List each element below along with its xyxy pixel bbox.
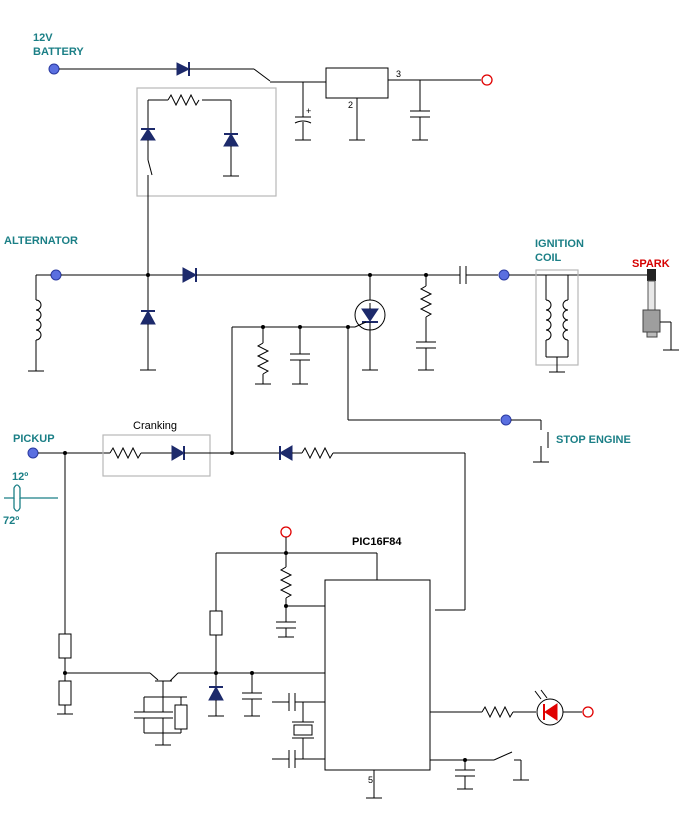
gate-resistor — [256, 342, 270, 375]
pickup-terminal — [27, 447, 39, 459]
battery-supply: + — [48, 62, 493, 141]
spark-plug — [642, 269, 679, 351]
ignition-coil-terminal — [498, 269, 510, 281]
primary-winding — [545, 299, 552, 341]
alternator-shunt-diode — [140, 309, 156, 325]
led-vcc-terminal — [582, 706, 594, 718]
pic16f84 — [272, 526, 594, 799]
mode-switch — [493, 751, 513, 761]
cranking-resistor — [109, 446, 142, 460]
regulator-pin-2: 2 — [348, 100, 353, 110]
mcu-vcc-terminal — [280, 526, 292, 538]
cranking-label: Cranking — [133, 420, 177, 432]
secondary-winding — [562, 299, 569, 341]
battery-label-line1: 12V — [33, 32, 53, 44]
battery-terminal — [48, 63, 60, 75]
pullup-resistor — [209, 610, 223, 636]
ignition-coil — [535, 269, 579, 373]
pic16f84-label: PIC16F84 — [352, 536, 402, 548]
cranking-diode — [171, 445, 185, 461]
svg-text:+: + — [306, 106, 311, 116]
vcc-out-terminal — [481, 74, 493, 86]
battery-diode — [176, 62, 191, 76]
alternator-series-diode — [182, 267, 198, 283]
clamp-diode — [208, 685, 224, 701]
charging-circuit — [136, 87, 277, 275]
mcu-body — [324, 579, 431, 771]
input-transistor — [134, 552, 377, 746]
charging-diode-right — [223, 133, 239, 147]
alternator-coil — [35, 299, 42, 341]
battery-label-line2: BATTERY — [33, 46, 84, 58]
alternator-line — [28, 266, 652, 372]
pickup-circuit — [4, 434, 466, 715]
ignition-coil-label-line2: COIL — [535, 252, 562, 264]
led-icon — [544, 703, 558, 721]
stop-engine-label: STOP ENGINE — [556, 434, 631, 446]
pickup-resistor-top — [58, 633, 72, 659]
pickup-pulse-icon — [4, 484, 58, 499]
alternator-label: ALTERNATOR — [4, 235, 78, 247]
charging-resistor — [167, 93, 200, 107]
feedback-diode — [279, 445, 293, 461]
spark-label: SPARK — [632, 258, 670, 270]
reset-resistor — [279, 566, 293, 599]
thyristor — [231, 275, 549, 463]
ignition-coil-label-line1: IGNITION — [535, 238, 584, 250]
cranking-box — [102, 434, 211, 477]
charging-switch — [147, 159, 153, 176]
charging-box — [136, 87, 277, 197]
input-bias-resistor — [174, 704, 188, 730]
angle-12-label: 12º — [12, 471, 28, 483]
voltage-regulator — [325, 67, 389, 99]
ignition-coil-box — [535, 269, 579, 366]
alternator-terminal — [50, 269, 62, 281]
pickup-label: PICKUP — [13, 433, 55, 445]
discharge-resistor — [419, 285, 433, 318]
pickup-resistor-bottom — [58, 680, 72, 706]
ignition-switch — [253, 68, 271, 82]
feedback-resistor — [301, 446, 334, 460]
angle-72-label: 72º — [3, 515, 19, 527]
led-resistor — [481, 705, 514, 719]
mcu-pin-5: 5 — [368, 775, 373, 785]
stop-engine-terminal — [500, 414, 512, 426]
charging-diode-left — [140, 128, 156, 141]
regulator-pin-3: 3 — [396, 69, 401, 79]
crystal-oscillator — [293, 724, 313, 736]
